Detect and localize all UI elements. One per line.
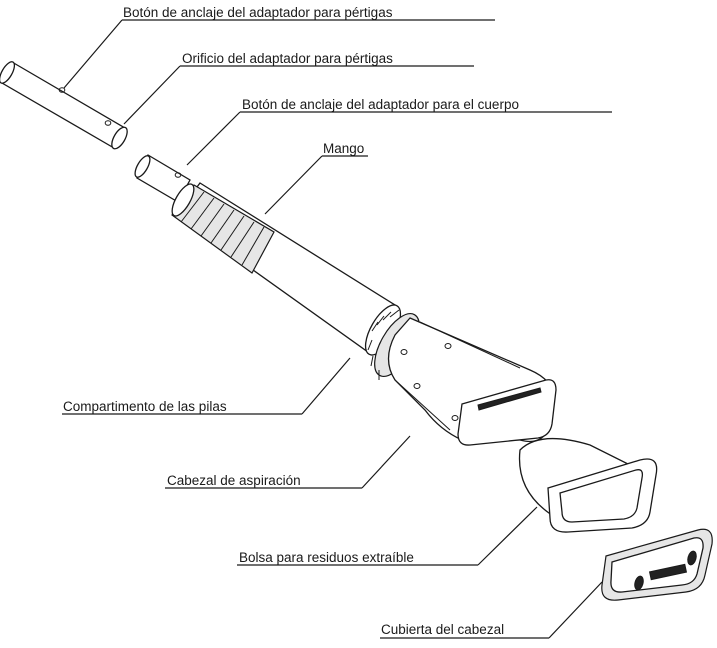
pole-button-dot xyxy=(58,87,66,93)
body-button-dot xyxy=(174,172,182,178)
label-bag: Bolsa para residuos extraíble xyxy=(239,550,414,565)
label-pole-button: Botón de anclaje del adaptador para pért… xyxy=(123,5,393,20)
label-head: Cabezal de aspiración xyxy=(167,473,301,488)
pole-adapter xyxy=(0,61,128,150)
pole-hole-dot xyxy=(104,120,112,126)
label-handle: Mango xyxy=(323,141,364,156)
label-body-button: Botón de anclaje del adaptador para el c… xyxy=(242,97,519,112)
suction-head xyxy=(387,317,557,446)
label-cover: Cubierta del cabezal xyxy=(381,622,504,637)
handle xyxy=(171,182,402,356)
waste-bag xyxy=(518,437,658,533)
label-battery: Compartimento de las pilas xyxy=(63,399,227,414)
leader-lines xyxy=(62,19,612,639)
head-cover xyxy=(601,528,713,601)
label-pole-hole: Orificio del adaptador para pértigas xyxy=(182,51,393,66)
